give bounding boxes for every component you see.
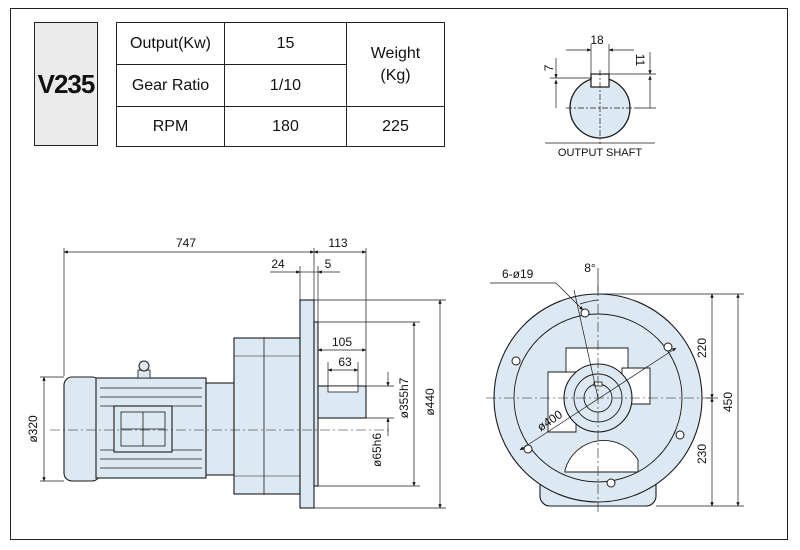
dim-shaft-63: 63	[338, 355, 352, 369]
dim-shaft-dia: ø65h6	[370, 433, 384, 467]
dim-spigot-dia: ø355h7	[397, 377, 411, 418]
output-shaft-section	[545, 44, 656, 144]
front-dimensions	[490, 268, 744, 507]
dim-flange-thickness: 24	[271, 257, 285, 271]
bolt-holes	[511, 308, 685, 488]
fan-cover	[63, 376, 101, 482]
motor-fins	[100, 387, 202, 469]
dim-angle: 8°	[584, 261, 596, 275]
weight-label: Weight (Kg)	[346, 22, 445, 107]
dim-motor-dia: ø320	[26, 415, 40, 443]
motor-adaptor	[205, 382, 235, 476]
dim-lower-height: 230	[695, 444, 709, 464]
shaft-key-depth: 7	[542, 64, 556, 71]
dim-shaft-105: 105	[332, 335, 352, 349]
shaft-caption: OUTPUT SHAFT	[558, 147, 642, 159]
weight-label-line2: (Kg)	[380, 66, 411, 84]
side-view	[63, 299, 367, 509]
spec-table: Output(Kw) 15 Weight (Kg) Gear Ratio 1/1…	[116, 22, 445, 147]
dim-flange-offset: 5	[325, 257, 332, 271]
spigot	[313, 321, 319, 487]
gear-ratio-value: 1/10	[224, 64, 347, 107]
output-value: 15	[224, 22, 347, 65]
weight-label-line1: Weight	[370, 44, 421, 62]
shaft-key-height: 11	[633, 54, 647, 67]
dim-shaft-length: 113	[328, 236, 347, 250]
dim-total-height: 450	[721, 392, 735, 412]
drawing-frame	[10, 8, 788, 540]
side-dimensions	[40, 248, 446, 509]
gearbox-housing	[233, 337, 301, 495]
dim-upper-height: 220	[695, 338, 709, 358]
output-label: Output(Kw)	[116, 22, 225, 65]
model-label: V235	[34, 22, 98, 146]
dim-flange-dia: ø440	[423, 388, 437, 416]
output-flange	[299, 299, 315, 509]
dim-bolt-holes: 6-ø19	[502, 267, 534, 281]
shaft-key-width: 18	[590, 33, 604, 47]
dim-overall-length: 747	[176, 236, 196, 250]
weight-value: 225	[346, 106, 445, 147]
